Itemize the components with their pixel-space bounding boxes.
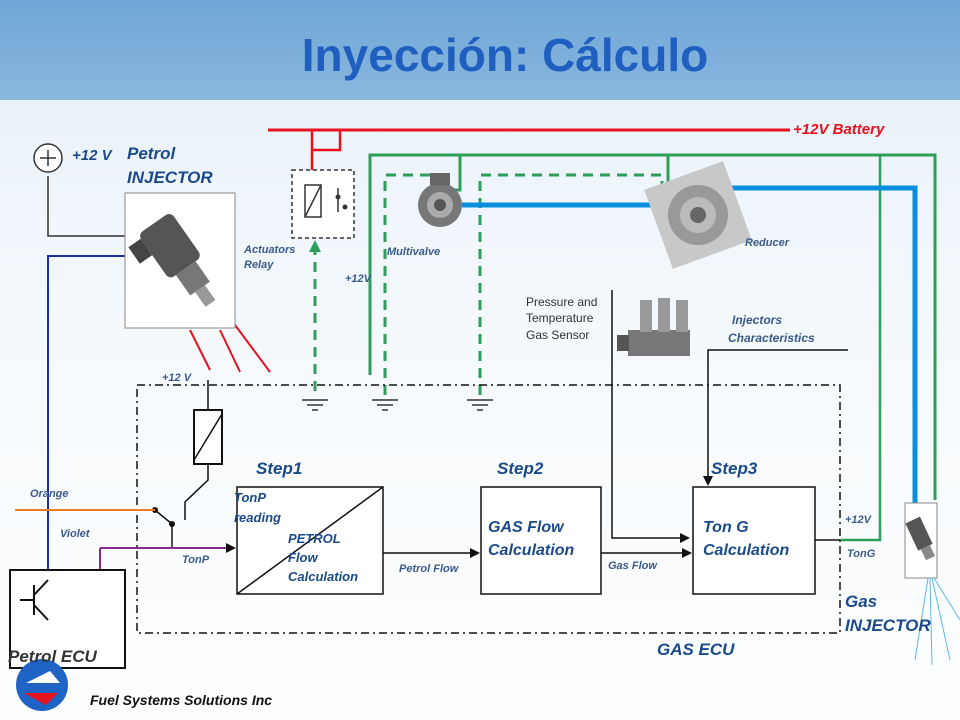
petrol-flow-calc-1: PETROL — [288, 531, 341, 546]
injectors-char-label-2: Characteristics — [728, 331, 815, 345]
petrol-flow-label: Petrol Flow — [399, 563, 459, 575]
ton-g-calc-2: Calculation — [703, 542, 790, 559]
relay-12v-label: +12V — [345, 273, 371, 285]
tong-label: TonG — [847, 548, 876, 560]
actuators-relay-label-2: Relay — [244, 259, 274, 271]
gas-flow-calc-2: Calculation — [488, 542, 575, 559]
pressure-sensor-label-2: Temperature — [526, 311, 594, 325]
char-signal — [707, 349, 848, 482]
tonp-reading-1: TonP — [234, 490, 267, 505]
violet-label: Violet — [60, 528, 90, 540]
injector-rail-graphic — [617, 298, 690, 356]
green-12v-gasinj — [840, 155, 882, 542]
gas-injector-label-1: Gas — [845, 592, 878, 611]
step2-box — [480, 486, 602, 595]
petrol-ecu-label: Petrol ECU — [8, 647, 97, 666]
multivalve-graphic — [418, 173, 462, 227]
gas-injector-12v: +12V — [845, 514, 871, 526]
gas-ecu-label: GAS ECU — [657, 640, 735, 659]
gas-injector-label-2: INJECTOR — [845, 616, 931, 635]
page-title: Inyección: Cálculo — [301, 29, 709, 81]
sensor-signal — [611, 290, 688, 539]
petrol-ecu-block — [9, 569, 126, 669]
gas-flow-calc-1: GAS Flow — [488, 519, 564, 536]
step1-label: Step1 — [256, 459, 303, 478]
gas-flow-label: Gas Flow — [608, 560, 657, 572]
reducer-graphic — [644, 161, 752, 269]
company-name: Fuel Systems Solutions Inc — [90, 692, 273, 708]
petrol-flow-calc-2: Flow — [288, 550, 318, 565]
actuators-relay — [291, 169, 355, 239]
company-logo — [16, 659, 68, 711]
step3-label: Step3 — [711, 459, 758, 478]
dashed-reducer — [478, 173, 664, 395]
dashed-multivalve — [383, 173, 447, 395]
step2-label: Step2 — [497, 459, 544, 478]
petrol-injector-label-1: Petrol — [127, 144, 176, 163]
step3-box — [692, 486, 816, 595]
petrol-injector-wire — [47, 176, 130, 237]
tonp-reading-2: reading — [234, 510, 281, 525]
petrol-injector-voltage: +12 V — [72, 147, 112, 164]
reducer-label: Reducer — [745, 237, 790, 249]
petrol-flow-calc-3: Calculation — [288, 569, 359, 584]
battery-label: +12V Battery — [793, 121, 885, 138]
orange-label: Orange — [30, 488, 69, 500]
multivalve-label: Multivalve — [387, 246, 441, 258]
green-feed-multivalve — [368, 153, 937, 500]
petrol-injector-label-2: INJECTOR — [127, 168, 213, 187]
pressure-sensor-label-3: Gas Sensor — [526, 328, 590, 342]
blue-wire — [47, 255, 125, 575]
gas-pipe-to-injector — [720, 185, 918, 505]
ecu-12v-label: +12 V — [162, 372, 192, 384]
actuators-relay-label-1: Actuators — [244, 244, 296, 256]
tonp-label: TonP — [182, 554, 210, 566]
ton-g-calc-1: Ton G — [703, 519, 749, 536]
relay-feed-red-2 — [312, 130, 342, 152]
green-feed-2 — [450, 155, 462, 192]
pressure-sensor-label-1: Pressure and — [526, 295, 598, 309]
injectors-char-label-1: Injectors — [732, 313, 783, 327]
